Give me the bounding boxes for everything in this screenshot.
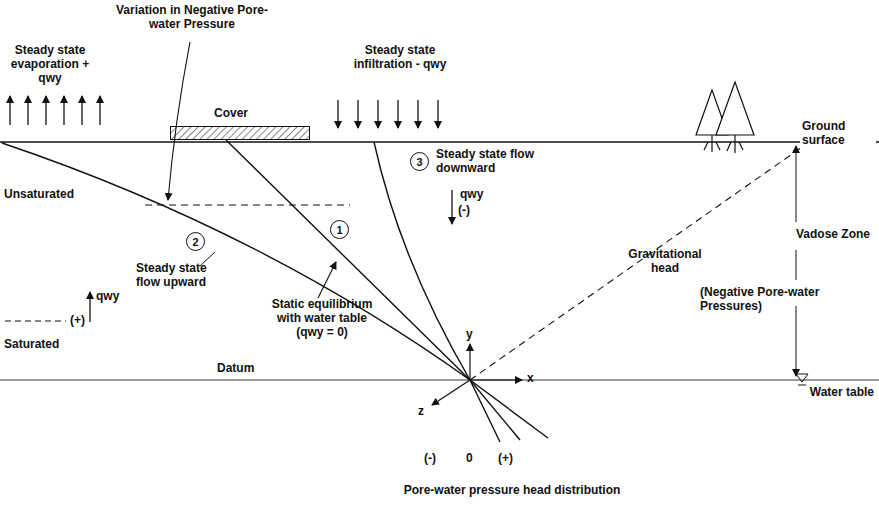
callout-circle: 2 xyxy=(186,232,205,251)
zone-label: Unsaturated xyxy=(4,188,74,202)
zone-label: Saturated xyxy=(4,338,59,352)
callout-number: 2 xyxy=(192,236,198,248)
water-table-label: Water table xyxy=(808,386,876,400)
callout-circle: 1 xyxy=(330,220,349,239)
callout-number: 1 xyxy=(336,224,342,236)
sign-label: (+) xyxy=(498,452,513,466)
axis-label: z xyxy=(418,405,424,419)
flow-note: Steady state flow downward xyxy=(436,148,548,176)
axis-label: y xyxy=(466,328,473,342)
sign-label: (+) xyxy=(70,314,85,328)
axis-caption: Pore-water pressure head distribution xyxy=(360,484,664,498)
sign-label: 0 xyxy=(466,452,473,466)
flux-symbol: qwy xyxy=(460,188,483,202)
flux-note: Steady state infiltration - qwy xyxy=(352,44,448,72)
zone-note: (Negative Pore-water Pressures) xyxy=(700,286,876,314)
flux-symbol: qwy xyxy=(96,290,119,304)
flow-note: Steady state flow upward xyxy=(136,262,208,290)
region-note: Variation in Negative Pore-water Pressur… xyxy=(112,4,272,32)
cover-hatch xyxy=(170,126,310,140)
flux-note: Steady state evaporation + qwy xyxy=(4,44,96,85)
cover-label: Cover xyxy=(214,106,248,120)
head-label: Gravitational head xyxy=(620,248,710,276)
cover-slab: Cover xyxy=(170,106,310,140)
surface-label: Ground surface xyxy=(800,120,876,148)
callout-number: 3 xyxy=(416,156,422,168)
sign-label: (-) xyxy=(458,204,470,218)
axis-label: x xyxy=(527,372,534,386)
sign-label: (-) xyxy=(424,452,436,466)
zone-label: Vadose Zone xyxy=(794,228,876,242)
equilibrium-note: Static equilibrium with water table (qwy… xyxy=(262,298,382,339)
datum-label: Datum xyxy=(215,362,256,376)
callout-circle: 3 xyxy=(410,152,429,171)
